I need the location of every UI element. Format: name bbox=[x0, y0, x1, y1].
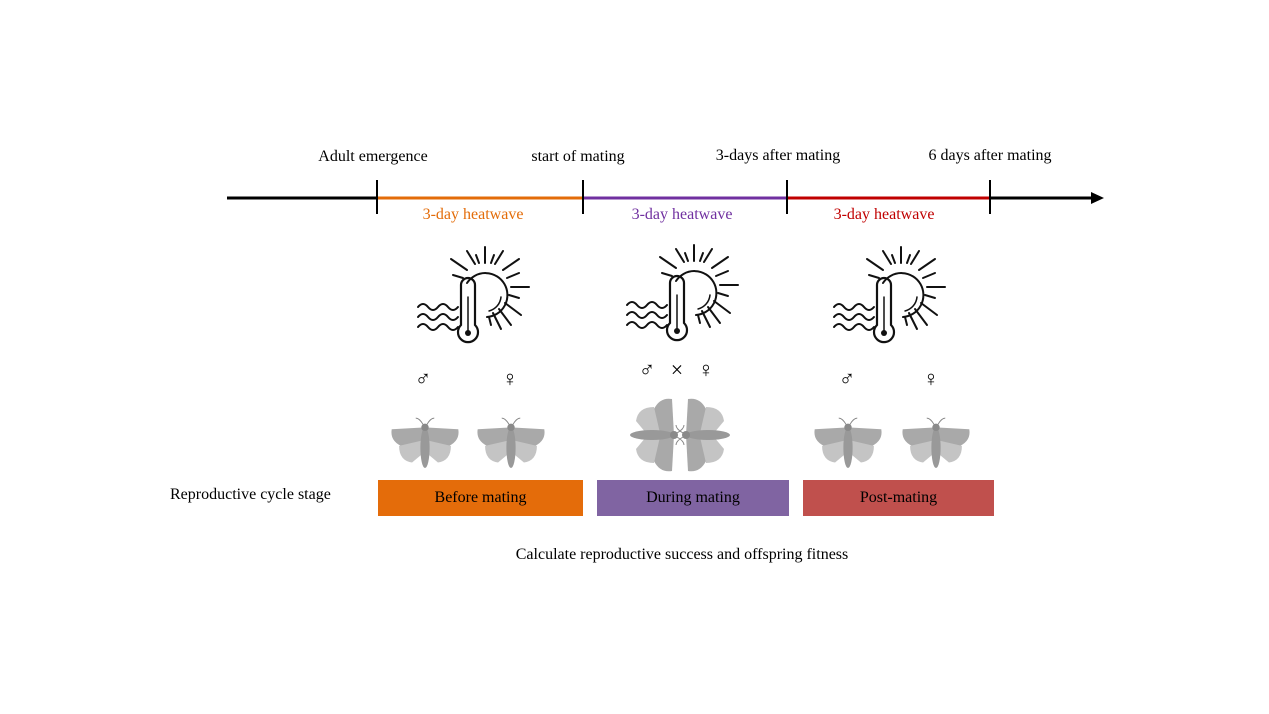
milestone-adult-emergence: Adult emergence bbox=[318, 148, 428, 165]
mating-moths-icon bbox=[629, 398, 731, 472]
heatwave-label-during: 3-day heatwave bbox=[631, 206, 733, 223]
stage-label: Before mating bbox=[434, 489, 527, 506]
female-symbol: ♀ bbox=[697, 357, 715, 382]
male-moth-icon bbox=[813, 417, 883, 469]
female-symbol: ♀ bbox=[922, 366, 940, 391]
cross-symbol: × bbox=[670, 357, 684, 382]
stage-post-mating: Post-mating bbox=[803, 480, 994, 516]
footer-caption: Calculate reproductive success and offsp… bbox=[515, 546, 849, 563]
female-symbol: ♀ bbox=[501, 366, 519, 391]
timeline-ticks bbox=[376, 180, 991, 214]
male-symbol: ♂ bbox=[414, 366, 432, 391]
male-moth-icon bbox=[390, 417, 460, 469]
arrow-head-icon bbox=[1091, 192, 1104, 204]
stage-label: Post-mating bbox=[859, 489, 938, 506]
heatwave-label-before: 3-day heatwave bbox=[422, 206, 524, 223]
stage-label: During mating bbox=[646, 489, 740, 506]
stage-before-mating: Before mating bbox=[378, 480, 583, 516]
male-symbol: ♂ bbox=[638, 357, 656, 382]
milestone-6-days-after: 6 days after mating bbox=[928, 147, 1052, 164]
heatwave-icon bbox=[832, 245, 947, 344]
stage-during-mating: During mating bbox=[597, 480, 789, 516]
milestone-start-of-mating: start of mating bbox=[531, 148, 625, 165]
stage-row-label: Reproductive cycle stage bbox=[170, 486, 331, 503]
female-moth-icon bbox=[476, 417, 546, 469]
milestone-3-days-after: 3-days after mating bbox=[715, 147, 841, 164]
heatwave-icon bbox=[625, 243, 740, 342]
heatwave-label-post: 3-day heatwave bbox=[833, 206, 935, 223]
male-symbol: ♂ bbox=[838, 366, 856, 391]
heatwave-icon bbox=[416, 245, 531, 344]
female-moth-icon bbox=[901, 417, 971, 469]
